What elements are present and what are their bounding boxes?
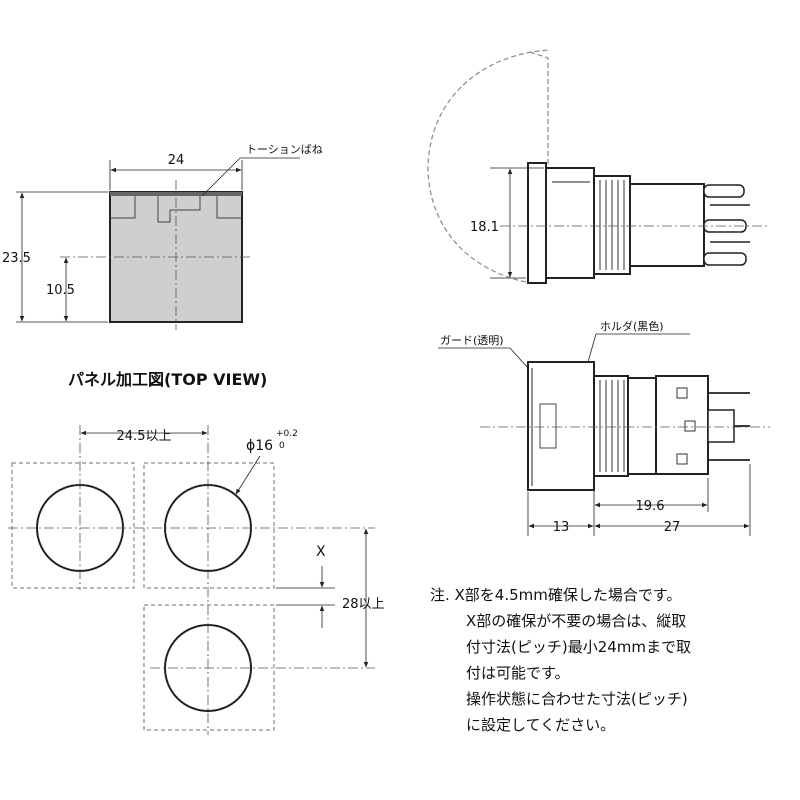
body-dim-label: 19.6 (636, 499, 665, 514)
note-line-4: 付は可能です。 (466, 664, 570, 682)
front-view-cap-outline (110, 194, 242, 223)
diameter-label: ϕ16 (246, 438, 273, 454)
front-width-label: 24 (168, 153, 185, 168)
bottom-side-view: ガード(透明) ホルダ(黒色) 19.6 13 27 (438, 319, 770, 536)
note-line-1: 注. X部を4.5mm確保した場合です。 (430, 586, 681, 604)
holder-leader-diag (587, 333, 597, 363)
guard-open-outline (529, 51, 549, 170)
hpitch-label: 24.5以上 (117, 429, 172, 444)
guard-swing-arc (427, 49, 549, 283)
bottom-guard-window (539, 403, 557, 449)
panel-cutout-title: パネル加工図(TOP VIEW) (68, 370, 267, 389)
diameter-leader (235, 455, 261, 495)
side-height-label: 18.1 (470, 220, 499, 235)
front-view: 24 トーションばね 23.5 10.5 (2, 143, 323, 330)
note-line-3: 付寸法(ピッチ)最小24mmまで取 (466, 638, 691, 656)
holder-label: ホルダ(黒色) (600, 319, 664, 333)
side-terminal-top (703, 184, 745, 198)
cutout-box-right (143, 462, 275, 589)
side-cap-body (545, 167, 595, 279)
note-line-5: 操作状態に合わせた寸法(ピッチ) (466, 690, 688, 708)
note-line-2: X部の確保が不要の場合は、縦取 (466, 612, 686, 630)
side-view: 18.1 (427, 49, 770, 284)
side-terminal-bottom (703, 252, 747, 266)
vpitch-label: 28以上 (342, 597, 385, 612)
front-dim-label: 13 (553, 520, 570, 535)
x-label: X (316, 544, 326, 560)
torsion-spring-leader (201, 157, 241, 197)
front-height-label: 23.5 (2, 251, 31, 266)
note-block: 注. X部を4.5mm確保した場合です。 X部の確保が不要の場合は、縦取 付寸法… (430, 586, 691, 734)
front-lower-label: 10.5 (46, 283, 75, 298)
bottom-holder (593, 375, 629, 477)
bottom-guard (527, 361, 595, 491)
panel-cutout: 24.5以上 ϕ16 +0.2 0 X 28以上 (8, 425, 385, 735)
rear-dim-label: 27 (664, 520, 681, 535)
cutout-box-left (11, 462, 135, 589)
guard-label: ガード(透明) (440, 334, 504, 347)
guard-leader-diag (509, 347, 529, 369)
note-line-6: に設定してください。 (466, 716, 615, 734)
diameter-tol-lower: 0 (279, 441, 285, 451)
cutout-box-bottom (143, 604, 275, 731)
side-guard (527, 162, 547, 284)
torsion-spring-label: トーションばね (246, 143, 323, 156)
diameter-tol-upper: +0.2 (276, 429, 298, 439)
side-housing (629, 183, 705, 267)
